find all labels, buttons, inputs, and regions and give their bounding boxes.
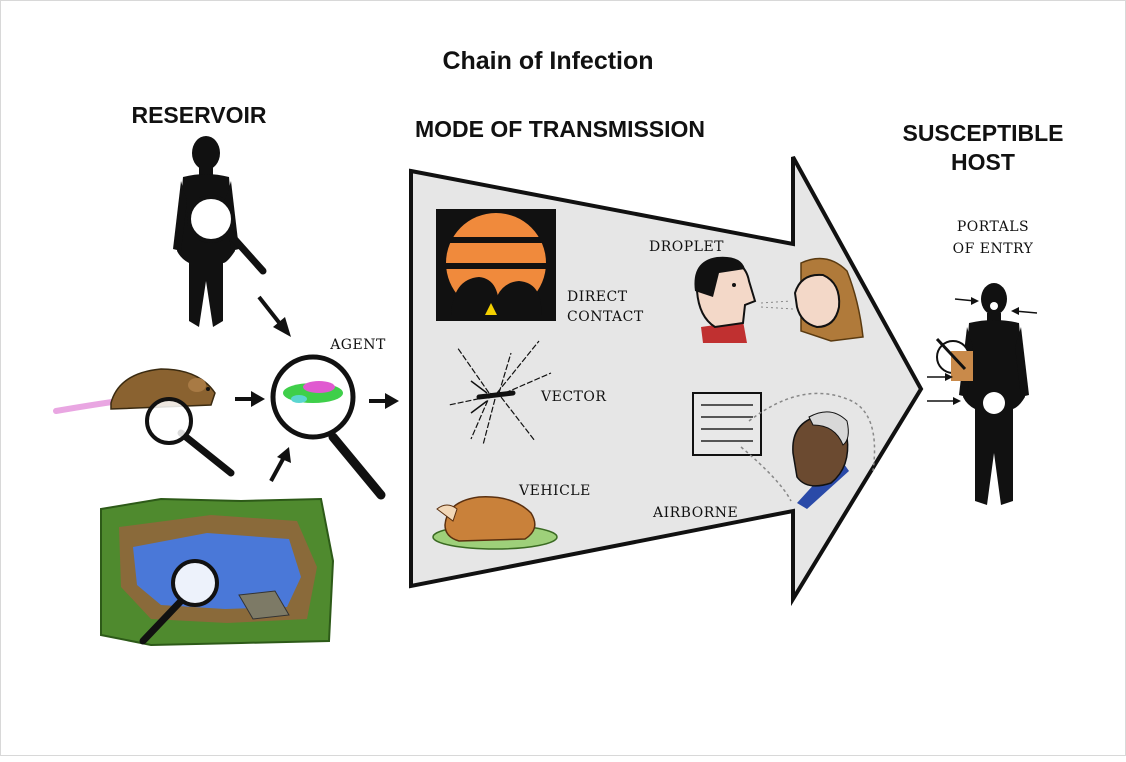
airborne-label: AIRBORNE <box>652 505 738 521</box>
airborne-vent-icon <box>692 392 876 509</box>
magnifier-icon <box>139 559 219 645</box>
syringe-icon <box>935 337 973 381</box>
entry-arrow-icon <box>927 397 961 405</box>
arrow-icon <box>369 393 399 409</box>
direct-contact-icon <box>436 209 556 321</box>
susceptible-host-figure-icon <box>959 283 1029 505</box>
water-soil-reservoir-icon <box>100 497 335 647</box>
direct-contact-label-line1: DIRECT <box>567 289 628 305</box>
portals-of-entry-label-line2: OF ENTRY <box>953 241 1034 257</box>
diagram-title: Chain of Infection <box>442 47 653 75</box>
magnifier-icon <box>145 397 235 477</box>
entry-arrow-icon <box>954 297 979 305</box>
arrow-icon <box>269 447 291 482</box>
arrow-icon <box>235 391 265 407</box>
entry-arrow-icon <box>927 373 953 381</box>
direct-contact-label-line2: CONTACT <box>567 309 644 325</box>
magnifier-icon <box>187 195 267 275</box>
susceptible-host-heading-line2: HOST <box>951 149 1015 175</box>
vehicle-label: VEHICLE <box>518 483 591 499</box>
droplet-label: DROPLET <box>649 239 724 255</box>
agent-magnifier-icon <box>270 354 386 500</box>
vector-label: VECTOR <box>540 389 606 405</box>
droplet-faces-icon <box>694 256 864 343</box>
rat-reservoir-icon <box>53 368 216 414</box>
reservoir-heading: RESERVOIR <box>131 102 266 128</box>
susceptible-host-heading-line1: SUSCEPTIBLE <box>902 120 1063 146</box>
entry-arrow-icon <box>1011 307 1038 315</box>
mode-of-transmission-heading: MODE OF TRANSMISSION <box>415 116 705 142</box>
agent-label: AGENT <box>329 337 386 353</box>
portals-of-entry-label-line1: PORTALS <box>957 219 1029 235</box>
arrow-icon <box>257 295 291 337</box>
roast-chicken-vehicle-icon <box>432 496 558 550</box>
mosquito-vector-icon <box>448 340 552 446</box>
